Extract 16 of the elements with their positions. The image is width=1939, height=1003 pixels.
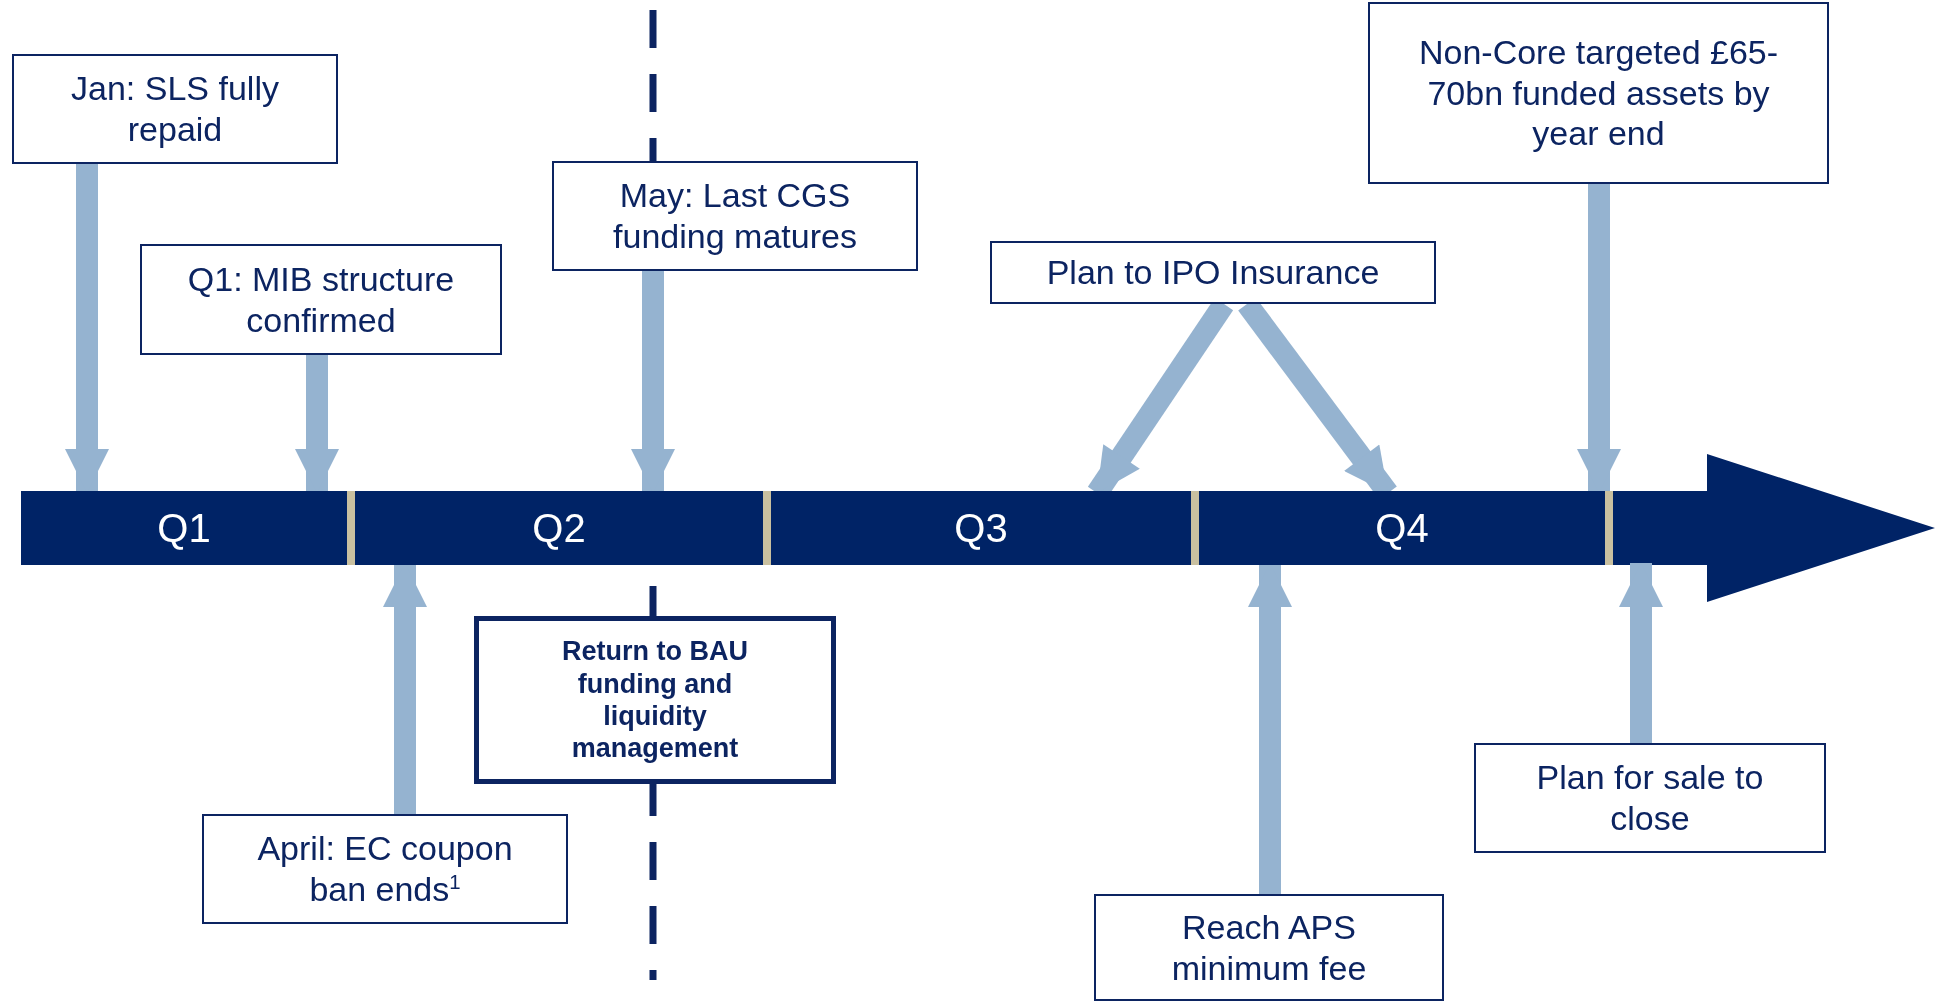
arrow [65,164,109,493]
arrow [1248,563,1292,894]
arrow [383,563,427,814]
milestone-box: April: EC coupon ban ends$^{1}$ [202,814,568,924]
milestone-box: Non-Core targeted £65-70bn funded assets by year end [1368,2,1829,184]
arrow [295,355,339,493]
milestone-box: Plan for sale to close [1474,743,1826,853]
arrow [1577,184,1621,493]
milestone-box: May: Last CGS funding matures [552,161,918,271]
milestone-box: Return to BAU funding and liquidity management [474,616,836,784]
milestone-box: Q1: MIB structure confirmed [140,244,502,355]
arrow [1619,563,1663,743]
milestone-box: Plan to IPO Insurance [990,241,1436,304]
milestone-box: Jan: SLS fully repaid [12,54,338,164]
milestone-box: Reach APS minimum fee [1094,894,1444,1001]
arrow [631,271,675,493]
